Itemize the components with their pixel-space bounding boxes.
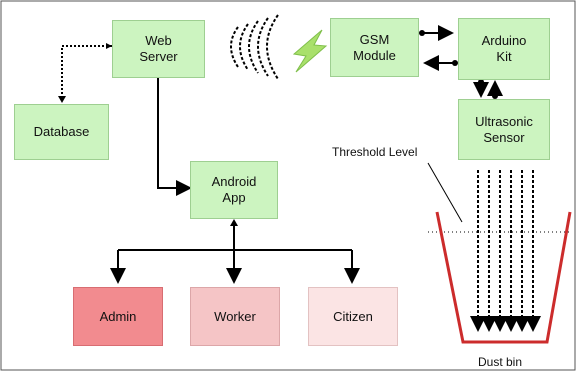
dust-bin-icon (435, 211, 572, 344)
citizen-node: Citizen (308, 287, 398, 346)
webserver-android-arrow (157, 78, 192, 196)
web-server-node: Web Server (112, 20, 205, 78)
dust-bin-label: Dust bin (478, 355, 523, 369)
ultrasonic-sensor-node: Ultrasonic Sensor (458, 99, 550, 160)
ultrasonic-beams (470, 170, 541, 332)
worker-node: Worker (190, 287, 280, 346)
database-node: Database (14, 104, 109, 160)
gsm-module-node: GSM Module (330, 18, 419, 77)
threshold-level-label: Threshold Level (332, 145, 418, 159)
arduino-kit-node: Arduino Kit (458, 18, 550, 80)
wireless-waves-icon (230, 14, 279, 80)
database-webserver-connector (58, 43, 112, 103)
lightning-signal-icon (292, 29, 328, 73)
gsm-arduino-connectors (419, 25, 458, 71)
admin-node: Admin (73, 287, 163, 346)
arduino-sensor-connectors (473, 79, 503, 99)
android-app-node: Android App (190, 161, 278, 219)
threshold-pointer (427, 162, 463, 223)
android-user-connectors (110, 219, 360, 284)
